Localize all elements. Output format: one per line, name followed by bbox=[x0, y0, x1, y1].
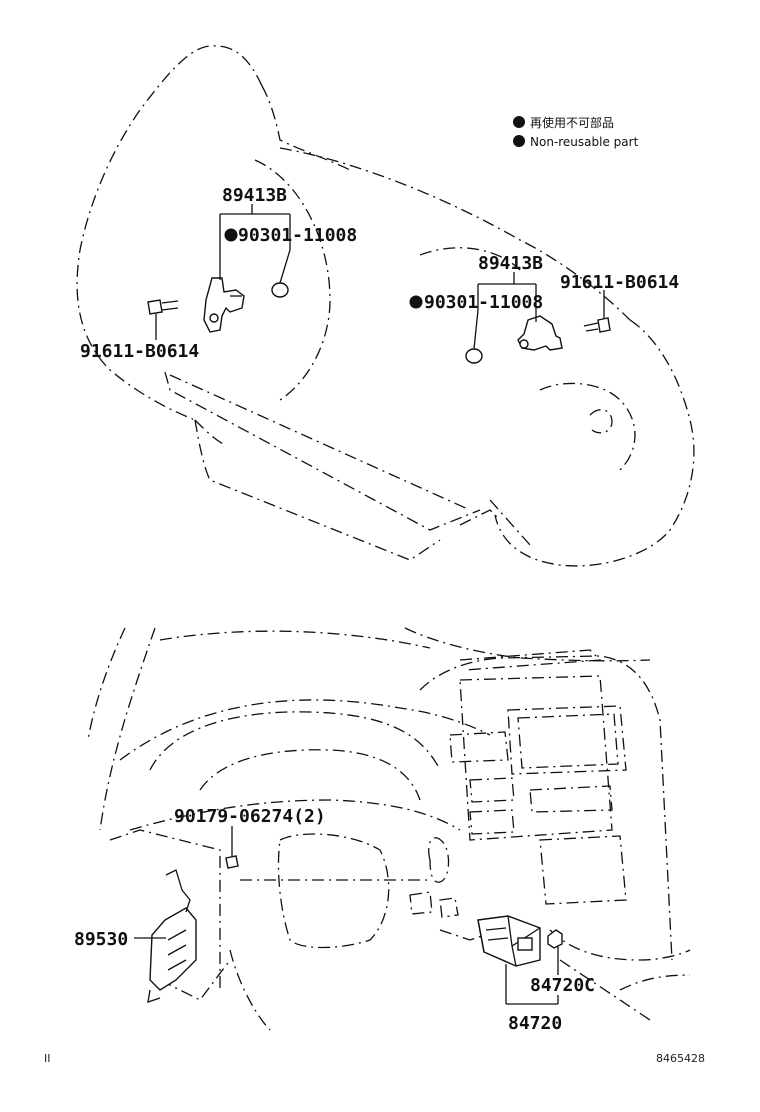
legend: 再使用不可部品 Non-reusable part bbox=[513, 115, 639, 149]
callout-ecu: 89530 bbox=[74, 929, 128, 950]
callout-seal-left: 90301-11008 bbox=[238, 225, 357, 246]
footer: II 8465428 bbox=[44, 1052, 705, 1065]
speed-sensor-left bbox=[203, 277, 245, 333]
callout-clip: 90179-06274(2) bbox=[174, 806, 326, 827]
legend-label-jp: 再使用不可部品 bbox=[530, 115, 614, 130]
non-reusable-mark-right bbox=[409, 295, 423, 309]
leader-lines-bottom bbox=[134, 826, 559, 1005]
o-ring-left bbox=[271, 282, 289, 298]
clip bbox=[225, 855, 239, 869]
switch-assembly bbox=[477, 915, 541, 967]
transmission-illustration bbox=[76, 45, 695, 567]
footer-left-mark: II bbox=[44, 1052, 51, 1065]
bolt-left bbox=[147, 299, 179, 315]
leader-lines-top bbox=[155, 204, 605, 350]
o-ring-right bbox=[465, 348, 483, 364]
callout-sensor-right: 89413B bbox=[478, 253, 543, 274]
callout-bolt-left: 91611-B0614 bbox=[80, 341, 199, 362]
legend-marker-1 bbox=[513, 116, 525, 128]
callouts-top: 89413B 90301-11008 91611-B0614 89413B 90… bbox=[80, 185, 679, 362]
non-reusable-mark-left bbox=[224, 228, 238, 242]
bolt-right bbox=[583, 317, 611, 333]
control-module bbox=[147, 869, 197, 1003]
callout-switch-part: 84720C bbox=[530, 975, 595, 996]
callout-switch-assy: 84720 bbox=[508, 1013, 562, 1034]
dashboard-illustration bbox=[87, 627, 691, 1031]
legend-label-en: Non-reusable part bbox=[530, 135, 639, 149]
callout-bolt-right: 91611-B0614 bbox=[560, 272, 679, 293]
speed-sensor-right bbox=[517, 315, 563, 351]
switch-bulb bbox=[547, 929, 563, 949]
callout-seal-right: 90301-11008 bbox=[424, 292, 543, 313]
diagram-code: 8465428 bbox=[656, 1052, 705, 1065]
callouts-bottom: 90179-06274(2) 89530 84720C 84720 bbox=[74, 806, 595, 1034]
legend-marker-2 bbox=[513, 135, 525, 147]
callout-sensor-left: 89413B bbox=[222, 185, 287, 206]
